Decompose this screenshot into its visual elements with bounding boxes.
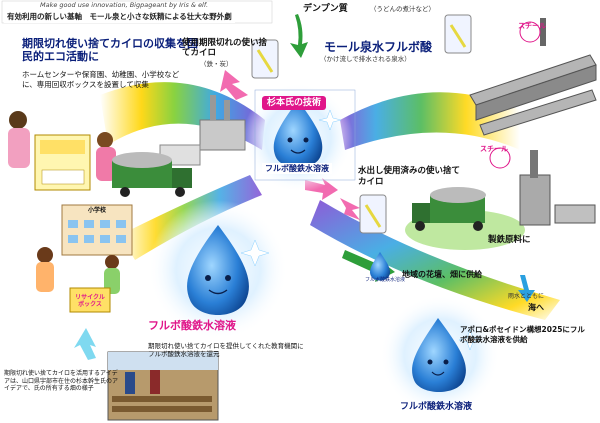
center-droplet [273,100,323,168]
tagline-english: Make good use innovation, Bigpageant by … [40,1,209,9]
starch-sub: （うどんの煮汁など） [370,5,435,13]
kairo-packet-right [359,194,387,234]
expired-kairo-heading: 使用期限切れの使い捨てカイロ [182,38,268,58]
steel-material-label: 製鉄原料に [488,235,531,245]
bottom-right-droplet [412,318,466,392]
field-photo [107,351,219,421]
starch-heading: デンプン質 [303,4,348,14]
school-scene [36,204,133,313]
collection-scene [8,111,116,191]
kairo-packet-moor [444,14,472,54]
tech-label: 杉本氏の技術 [262,96,327,111]
moor-fulvic-heading: モール泉水フルボ酸 [324,40,433,54]
bottom-left-note: 期限切れ使い捨てカイロを活用するアイデアは、山口県宇部市在住の杉本幹生氏のアイデ… [4,370,119,392]
arrow-pink-left [340,198,360,220]
arrow-blue-down [518,275,535,302]
truck-right [405,187,525,250]
rainbow-band-left [100,82,265,150]
collection-heading: 期限切れ使い捨てカイロの収集を国民的エコ活動に [22,37,198,63]
school-sign: 小学校 [88,207,107,214]
center-frame [254,89,356,181]
tagline-japanese: 有効利用の新しい基軸 モール泉と小さな妖精による壮大な野外劇 [4,12,235,23]
mini-droplet [370,252,390,281]
steel-beams [469,18,597,136]
bottom-right-solution-label: フルボ酸鉄水溶液 [400,402,473,412]
rainbow-band-right [340,92,520,150]
truck-left [112,152,192,197]
sea-label: 海へ [528,303,544,312]
bottom-center-solution-label: フルボ酸鉄水溶液 [148,319,236,332]
mini-solution-label: フルボ酸鉄水溶液 [365,277,406,283]
expired-kairo-sub: （鉄・炭） [200,60,233,68]
moor-fulvic-sub: （かけ流しで排水される泉水） [320,55,411,63]
arrow-pink-down-left [220,70,248,100]
collection-body: ホームセンターや保育園、幼稚園、小学校などに、専用回収ボックスを設置して収集 [22,70,180,89]
recycle-box-label: リサイクルボックス [75,294,105,308]
flower-supply-label: 地域の花壇、畑に供給 [402,270,482,279]
bottom-center-droplet [187,225,249,315]
arrow-green-down [290,14,308,58]
sparkles [240,109,482,351]
apollo-poseidon-label: アポロ&ポセイドン構想2025にフルボ酸鉄水溶液を供給 [460,325,585,344]
kairo-packet-top [251,39,279,79]
center-solution-label: フルボ酸鉄水溶液 [262,163,332,175]
steel-badge-top: スチール [518,22,546,30]
bottom-center-body: 期限切れ使い捨てカイロを提供してくれた教育機関にフルボ酸鉄水溶液を還元 [148,342,304,358]
steel-badge-mid: スチール [480,145,508,153]
steel-plant [489,21,596,226]
used-kairo-heading: 水出し使用済みの使い捨てカイロ [358,166,461,187]
rain-label: 雨水とともに [508,293,545,300]
arrow-cyan-up [74,328,96,360]
